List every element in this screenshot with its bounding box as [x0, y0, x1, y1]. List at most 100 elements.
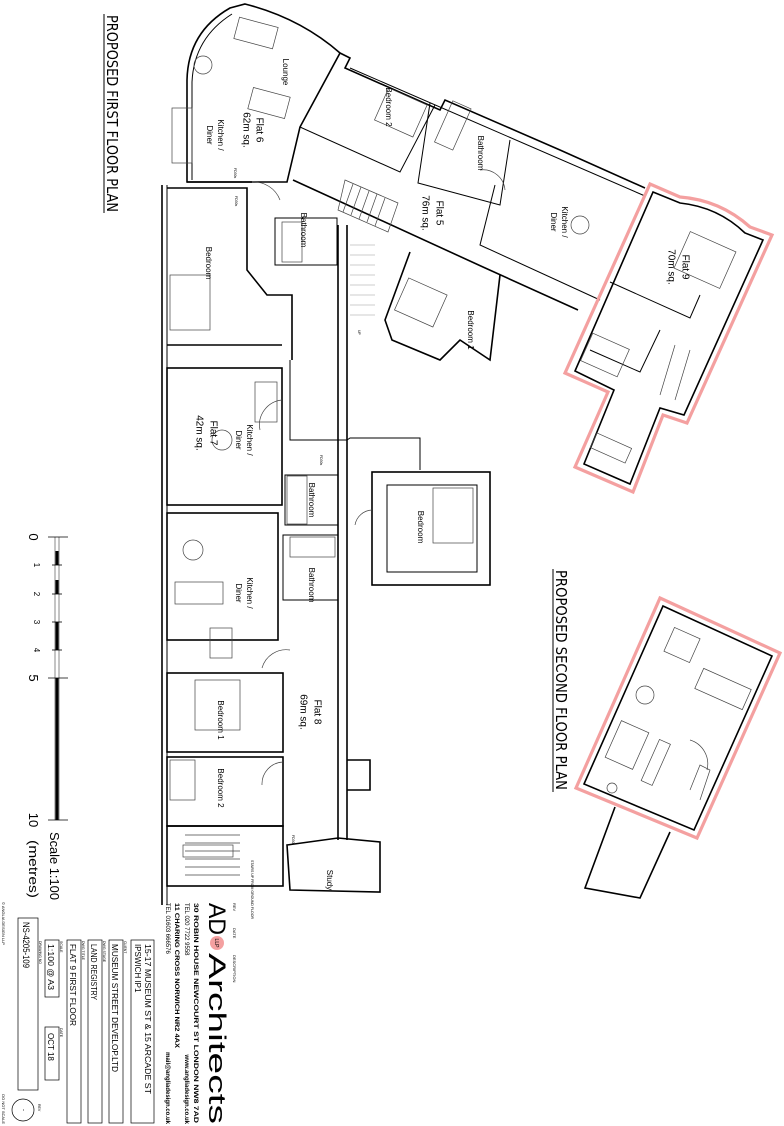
scale-tick-label: 10 [26, 813, 41, 827]
project-box [130, 939, 155, 1124]
scale-tick-label: 3 [32, 620, 41, 625]
room-label: Kitchen / [560, 206, 569, 238]
flat-name: Flat 8 [311, 699, 322, 724]
corridor-walls [289, 360, 421, 470]
flat9-partition [589, 329, 661, 373]
tel-london: TEL 020 7722 9558 [183, 903, 189, 956]
scale-unit: (metres) [26, 840, 41, 898]
rev-label: REV [37, 1104, 41, 1112]
email-link[interactable]: mail@angliadesign.co.uk [164, 1052, 170, 1125]
flat9-plan [562, 181, 775, 495]
flat7-bathroom [284, 474, 339, 526]
room-label: Bathroom [307, 568, 316, 603]
tel-norwich: TEL 01603 666576 [164, 903, 170, 954]
room-label: Bedroom 1 [216, 700, 225, 740]
door-swing[interactable] [259, 399, 283, 431]
project-address-line2: IPSWICH IP1 [133, 944, 142, 993]
second-floor-walls [582, 604, 774, 832]
address-norwich: 11 CHARING CROSS NORWICH NR2 4AX [173, 903, 179, 1048]
flat8-bathroom [282, 534, 339, 601]
bedroom2-wall [299, 104, 436, 173]
stair-core [166, 825, 284, 887]
room-labels: Lounge Flat 6 62m sq. Kitchen / Diner Be… [193, 59, 690, 920]
second-floor-title-text: PROPOSED SECOND FLOOR PLAN [552, 570, 570, 790]
room-label: Kitchen / [245, 577, 254, 609]
scale-tick-label: 1 [32, 563, 41, 568]
study-walls [286, 837, 381, 893]
door-swing[interactable] [261, 761, 284, 786]
do-not-scale: DO NOT SCALE [1, 1094, 6, 1124]
stage-label: DWG STAGE [102, 941, 106, 963]
bed [374, 87, 428, 138]
flat5-diagonal-wall [292, 179, 579, 311]
room-label: Study [325, 870, 334, 890]
sofa [174, 581, 224, 605]
copyright: © ANGLIA DESIGN LLP [1, 902, 6, 945]
door-swing[interactable] [251, 181, 281, 201]
kitchen-wall [479, 184, 601, 301]
header-rev: REV [232, 903, 237, 912]
bath [589, 432, 633, 464]
door-swing[interactable] [689, 739, 709, 771]
flat5-inner-wall [349, 67, 646, 197]
stair-treads [182, 834, 240, 876]
sink [606, 782, 618, 794]
kitchen-unit [604, 720, 650, 770]
header-description: DESCRIPTION [232, 955, 237, 982]
logo-llp: LLP [213, 939, 219, 949]
door-swing[interactable] [354, 509, 373, 526]
kitchen-counter [640, 738, 671, 786]
client-box [108, 939, 124, 1124]
door-swing[interactable] [261, 649, 291, 669]
room-label: Bathroom [307, 483, 316, 518]
room-label: Diner [234, 583, 243, 602]
flat6-bathroom [274, 217, 338, 266]
armchair [663, 626, 701, 664]
second-floor-title: PROPOSED SECOND FLOOR PLAN [552, 569, 570, 792]
client-value: MUSEUM STREET DEVELOP.LTD [110, 944, 119, 1072]
scale-ticks [48, 536, 68, 821]
chimney [347, 759, 371, 791]
bath [286, 475, 308, 525]
website-link[interactable]: www.angliadesign.co.uk [183, 1054, 189, 1125]
bed [169, 274, 211, 331]
dining-table [211, 429, 233, 451]
sofa [209, 627, 233, 659]
flat-area: 42m sq. [193, 415, 204, 451]
room-label: Kitchen / [245, 424, 254, 456]
dining-table [193, 55, 213, 75]
door-swing[interactable] [479, 169, 506, 191]
flat5-outer-wall [339, 52, 646, 189]
flat-name: Flat 5 [433, 200, 444, 225]
sofa [254, 381, 278, 423]
bed [394, 277, 448, 328]
furniture [169, 16, 590, 801]
room-label: Diner [549, 212, 558, 231]
rev-circle [11, 1098, 35, 1122]
flat-area: 69m sq. [297, 694, 308, 730]
bed [169, 759, 196, 801]
stairs [337, 179, 399, 233]
date-box [44, 1026, 60, 1081]
room-label: Bedroom 1 [466, 310, 475, 350]
flat8-bedroom1-walls [166, 672, 284, 753]
bed [673, 231, 737, 289]
rev-value: - [20, 1109, 26, 1111]
scale-label: Scale 1:100 [47, 832, 62, 900]
bed [432, 487, 474, 544]
flat-area: 70m sq. [665, 249, 676, 285]
flat-area: 62m sq. [240, 112, 251, 148]
terrace [583, 806, 671, 899]
room-label: Diner [234, 430, 243, 449]
door-rating: FD30s [319, 455, 323, 466]
flat6-inner-wall [191, 13, 233, 180]
flat7-walls [166, 367, 283, 506]
drawing-no-box [17, 917, 39, 1091]
room-label: Kitchen / [216, 119, 225, 151]
stage-box [87, 939, 103, 1124]
dining-table [182, 539, 204, 561]
date-value: OCT 18 [46, 1033, 55, 1061]
second-floor-plan [573, 595, 783, 899]
room-label: Bedroom 2 [384, 87, 393, 127]
bath [434, 100, 472, 151]
